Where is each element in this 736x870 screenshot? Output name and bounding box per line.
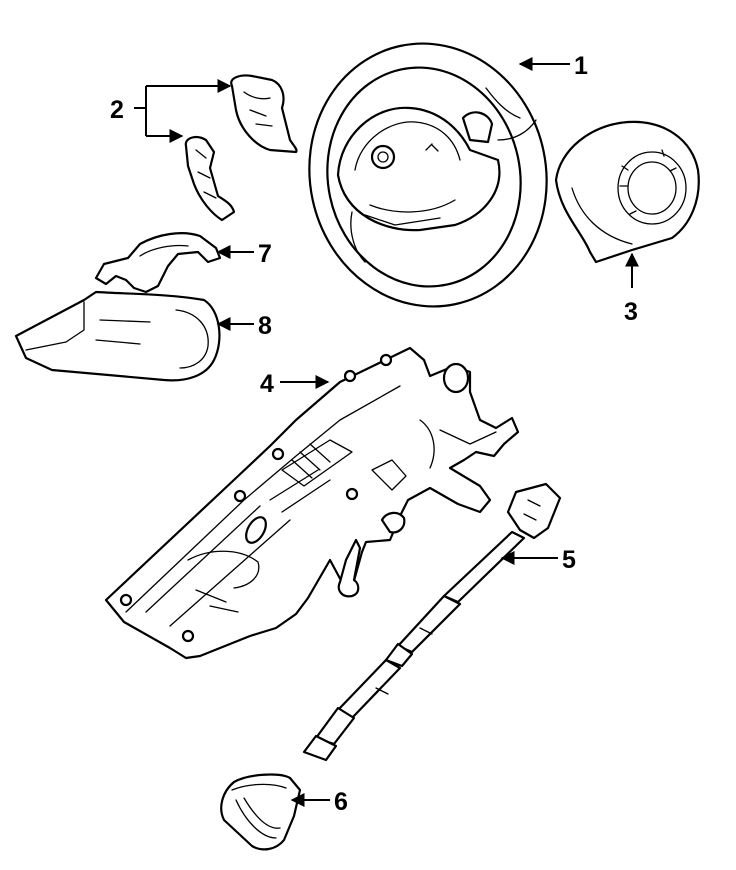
callout-1: 1 bbox=[574, 52, 588, 80]
airbag-module bbox=[554, 120, 700, 264]
callout-3: 3 bbox=[624, 298, 638, 326]
steering-wheel bbox=[308, 42, 548, 308]
column-shroud-lower bbox=[14, 290, 221, 382]
leader-lines bbox=[134, 57, 639, 807]
callout-8: 8 bbox=[258, 312, 272, 340]
shift-paddles bbox=[184, 74, 298, 222]
column-seal-boot bbox=[220, 773, 302, 851]
steering-column-assembly bbox=[104, 346, 520, 660]
callout-2: 2 bbox=[110, 96, 124, 124]
intermediate-shaft bbox=[302, 482, 562, 762]
callout-4: 4 bbox=[260, 370, 274, 398]
callout-5: 5 bbox=[562, 546, 576, 574]
callout-6: 6 bbox=[334, 788, 348, 816]
column-shroud-upper-trim bbox=[94, 232, 222, 294]
callout-7: 7 bbox=[258, 240, 272, 268]
